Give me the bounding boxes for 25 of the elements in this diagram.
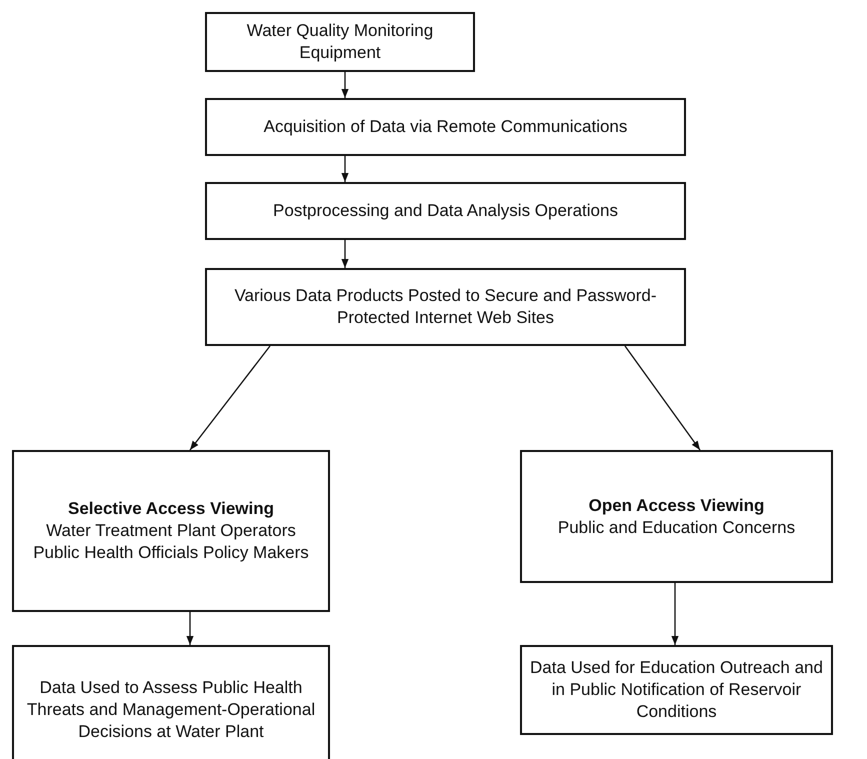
process-box xyxy=(205,98,686,156)
box-text: Water Quality Monitoring Equipment xyxy=(246,20,434,64)
box-text: Data Used for Education Outreach and in Public Notification of Reservoir Conditions xyxy=(530,657,823,723)
box-text: Public and Education Concerns xyxy=(558,516,796,538)
arrow xyxy=(671,583,679,645)
process-box xyxy=(205,12,475,72)
arrow xyxy=(186,612,194,645)
box-text: Acquisition of Data via Remote Communications xyxy=(264,116,628,138)
box-text: Water Treatment Plant Operators Public Health Officials Policy Makers xyxy=(32,520,310,564)
box-text: Postprocessing and Data Analysis Operations xyxy=(273,200,618,222)
arrow xyxy=(341,72,349,98)
arrow xyxy=(341,156,349,182)
process-box xyxy=(205,268,686,346)
process-box xyxy=(12,450,330,612)
box-text: Various Data Products Posted to Secure and Password-Protected Internet Web Sites xyxy=(233,285,658,329)
process-box xyxy=(520,645,833,735)
arrow xyxy=(189,346,271,450)
process-box xyxy=(520,450,833,583)
process-box xyxy=(205,182,686,240)
arrow xyxy=(624,346,701,450)
box-heading: Open Access Viewing xyxy=(588,494,764,516)
process-box xyxy=(12,645,330,759)
box-text: Data Used to Assess Public Health Threats and Management-Operational Decisions at Water Plant xyxy=(26,677,316,743)
arrow xyxy=(341,240,349,268)
box-heading: Selective Access Viewing xyxy=(68,498,274,520)
